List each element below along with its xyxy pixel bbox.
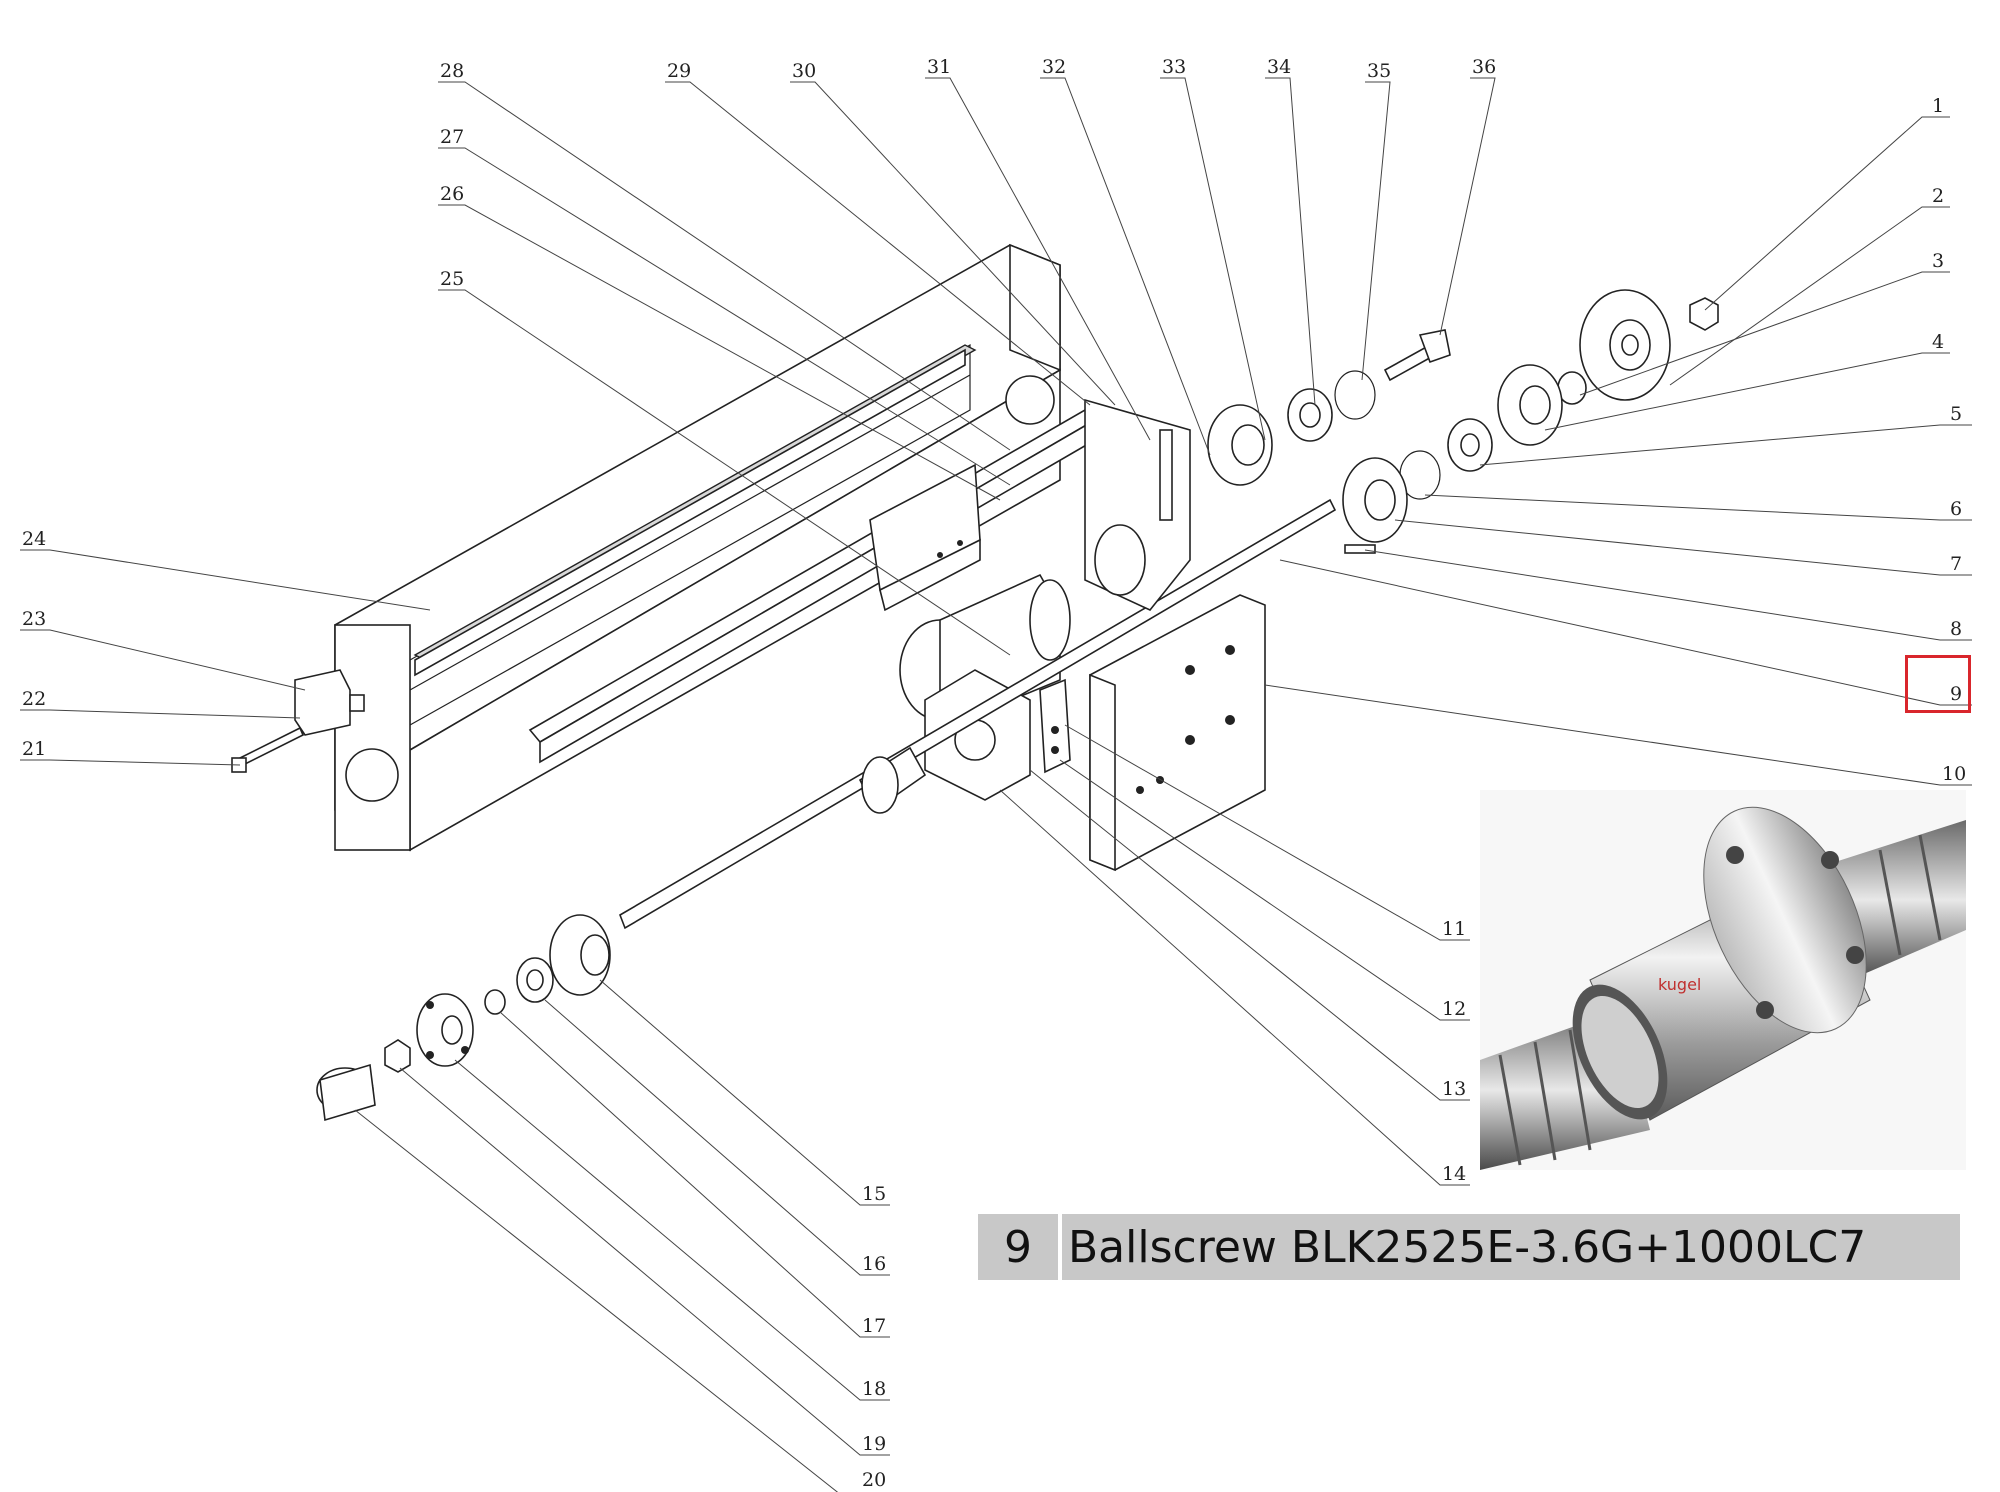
bolt	[231, 726, 305, 773]
callout-9: 9	[1950, 683, 1962, 705]
motor-mount-plate	[1089, 594, 1266, 872]
callout-34: 34	[1267, 56, 1291, 78]
callout-11: 11	[1442, 918, 1466, 940]
callout-12: 12	[1442, 998, 1466, 1020]
callout-31: 31	[927, 56, 951, 78]
callout-25: 25	[440, 268, 464, 290]
circlip-35	[1334, 370, 1376, 420]
caption-part-description: Ballscrew BLK2525E-3.6G+1000LC7	[1068, 1221, 1867, 1273]
small-washer	[484, 989, 506, 1015]
callout-26: 26	[440, 183, 464, 205]
callout-14: 14	[1442, 1163, 1466, 1185]
ballscrew-shaft	[619, 498, 1337, 930]
caption-part-number: 9	[1004, 1221, 1032, 1273]
tension-bolt-36	[1383, 329, 1451, 382]
callout-18: 18	[862, 1378, 886, 1400]
callout-30: 30	[792, 60, 816, 82]
caption-divider	[1058, 1214, 1062, 1280]
callout-32: 32	[1042, 56, 1066, 78]
flange-bearing-4	[1497, 364, 1563, 446]
callout-35: 35	[1367, 60, 1391, 82]
part-caption: 9 Ballscrew BLK2525E-3.6G+1000LC7	[978, 1214, 1960, 1280]
drive-pulley	[1579, 289, 1671, 401]
lock-nut-1	[1689, 297, 1719, 331]
callout-1: 1	[1932, 95, 1944, 117]
callout-33: 33	[1162, 56, 1186, 78]
bearing-34	[1287, 388, 1333, 442]
callout-9-highlight	[1905, 655, 1971, 713]
callout-15: 15	[862, 1183, 886, 1205]
callout-2: 2	[1932, 185, 1944, 207]
callout-5: 5	[1950, 403, 1962, 425]
callout-3: 3	[1932, 250, 1944, 272]
callout-13: 13	[1442, 1078, 1466, 1100]
linear-rail-upper	[413, 344, 977, 677]
carriage-block	[869, 463, 981, 612]
callout-10: 10	[1942, 763, 1966, 785]
photo-brand-mark: kugel	[1658, 975, 1701, 994]
ballscrew-photo: kugel	[1480, 790, 1966, 1170]
callout-21: 21	[22, 738, 46, 760]
bushing-5	[1447, 418, 1493, 472]
callout-27: 27	[440, 126, 464, 148]
callout-17: 17	[862, 1315, 886, 1337]
callout-20: 20	[862, 1469, 886, 1491]
callout-6: 6	[1950, 498, 1962, 520]
tensioner-plate	[1084, 398, 1191, 611]
callout-24: 24	[22, 528, 46, 550]
callout-23: 23	[22, 608, 46, 630]
callout-8: 8	[1950, 618, 1962, 640]
end-cap	[316, 1063, 376, 1122]
hex-nut	[384, 1039, 411, 1073]
callout-7: 7	[1950, 553, 1962, 575]
callout-4: 4	[1932, 331, 1944, 353]
flange-coupler	[416, 993, 474, 1067]
callout-16: 16	[862, 1253, 886, 1275]
stopper-block	[294, 669, 365, 736]
callout-labels: 1 2 3 4 5 6 7 8 9 10 11 12 13 14 15 16 1…	[20, 56, 1972, 1491]
callout-36: 36	[1472, 56, 1496, 78]
spacer-ring	[516, 957, 554, 1003]
callout-29: 29	[667, 60, 691, 82]
callout-19: 19	[862, 1433, 886, 1455]
idler-pulley	[1207, 404, 1273, 486]
callout-22: 22	[22, 688, 46, 710]
callout-28: 28	[440, 60, 464, 82]
end-bearing-housing	[549, 914, 611, 996]
housing-7	[1342, 457, 1408, 543]
key-8	[1344, 544, 1376, 554]
